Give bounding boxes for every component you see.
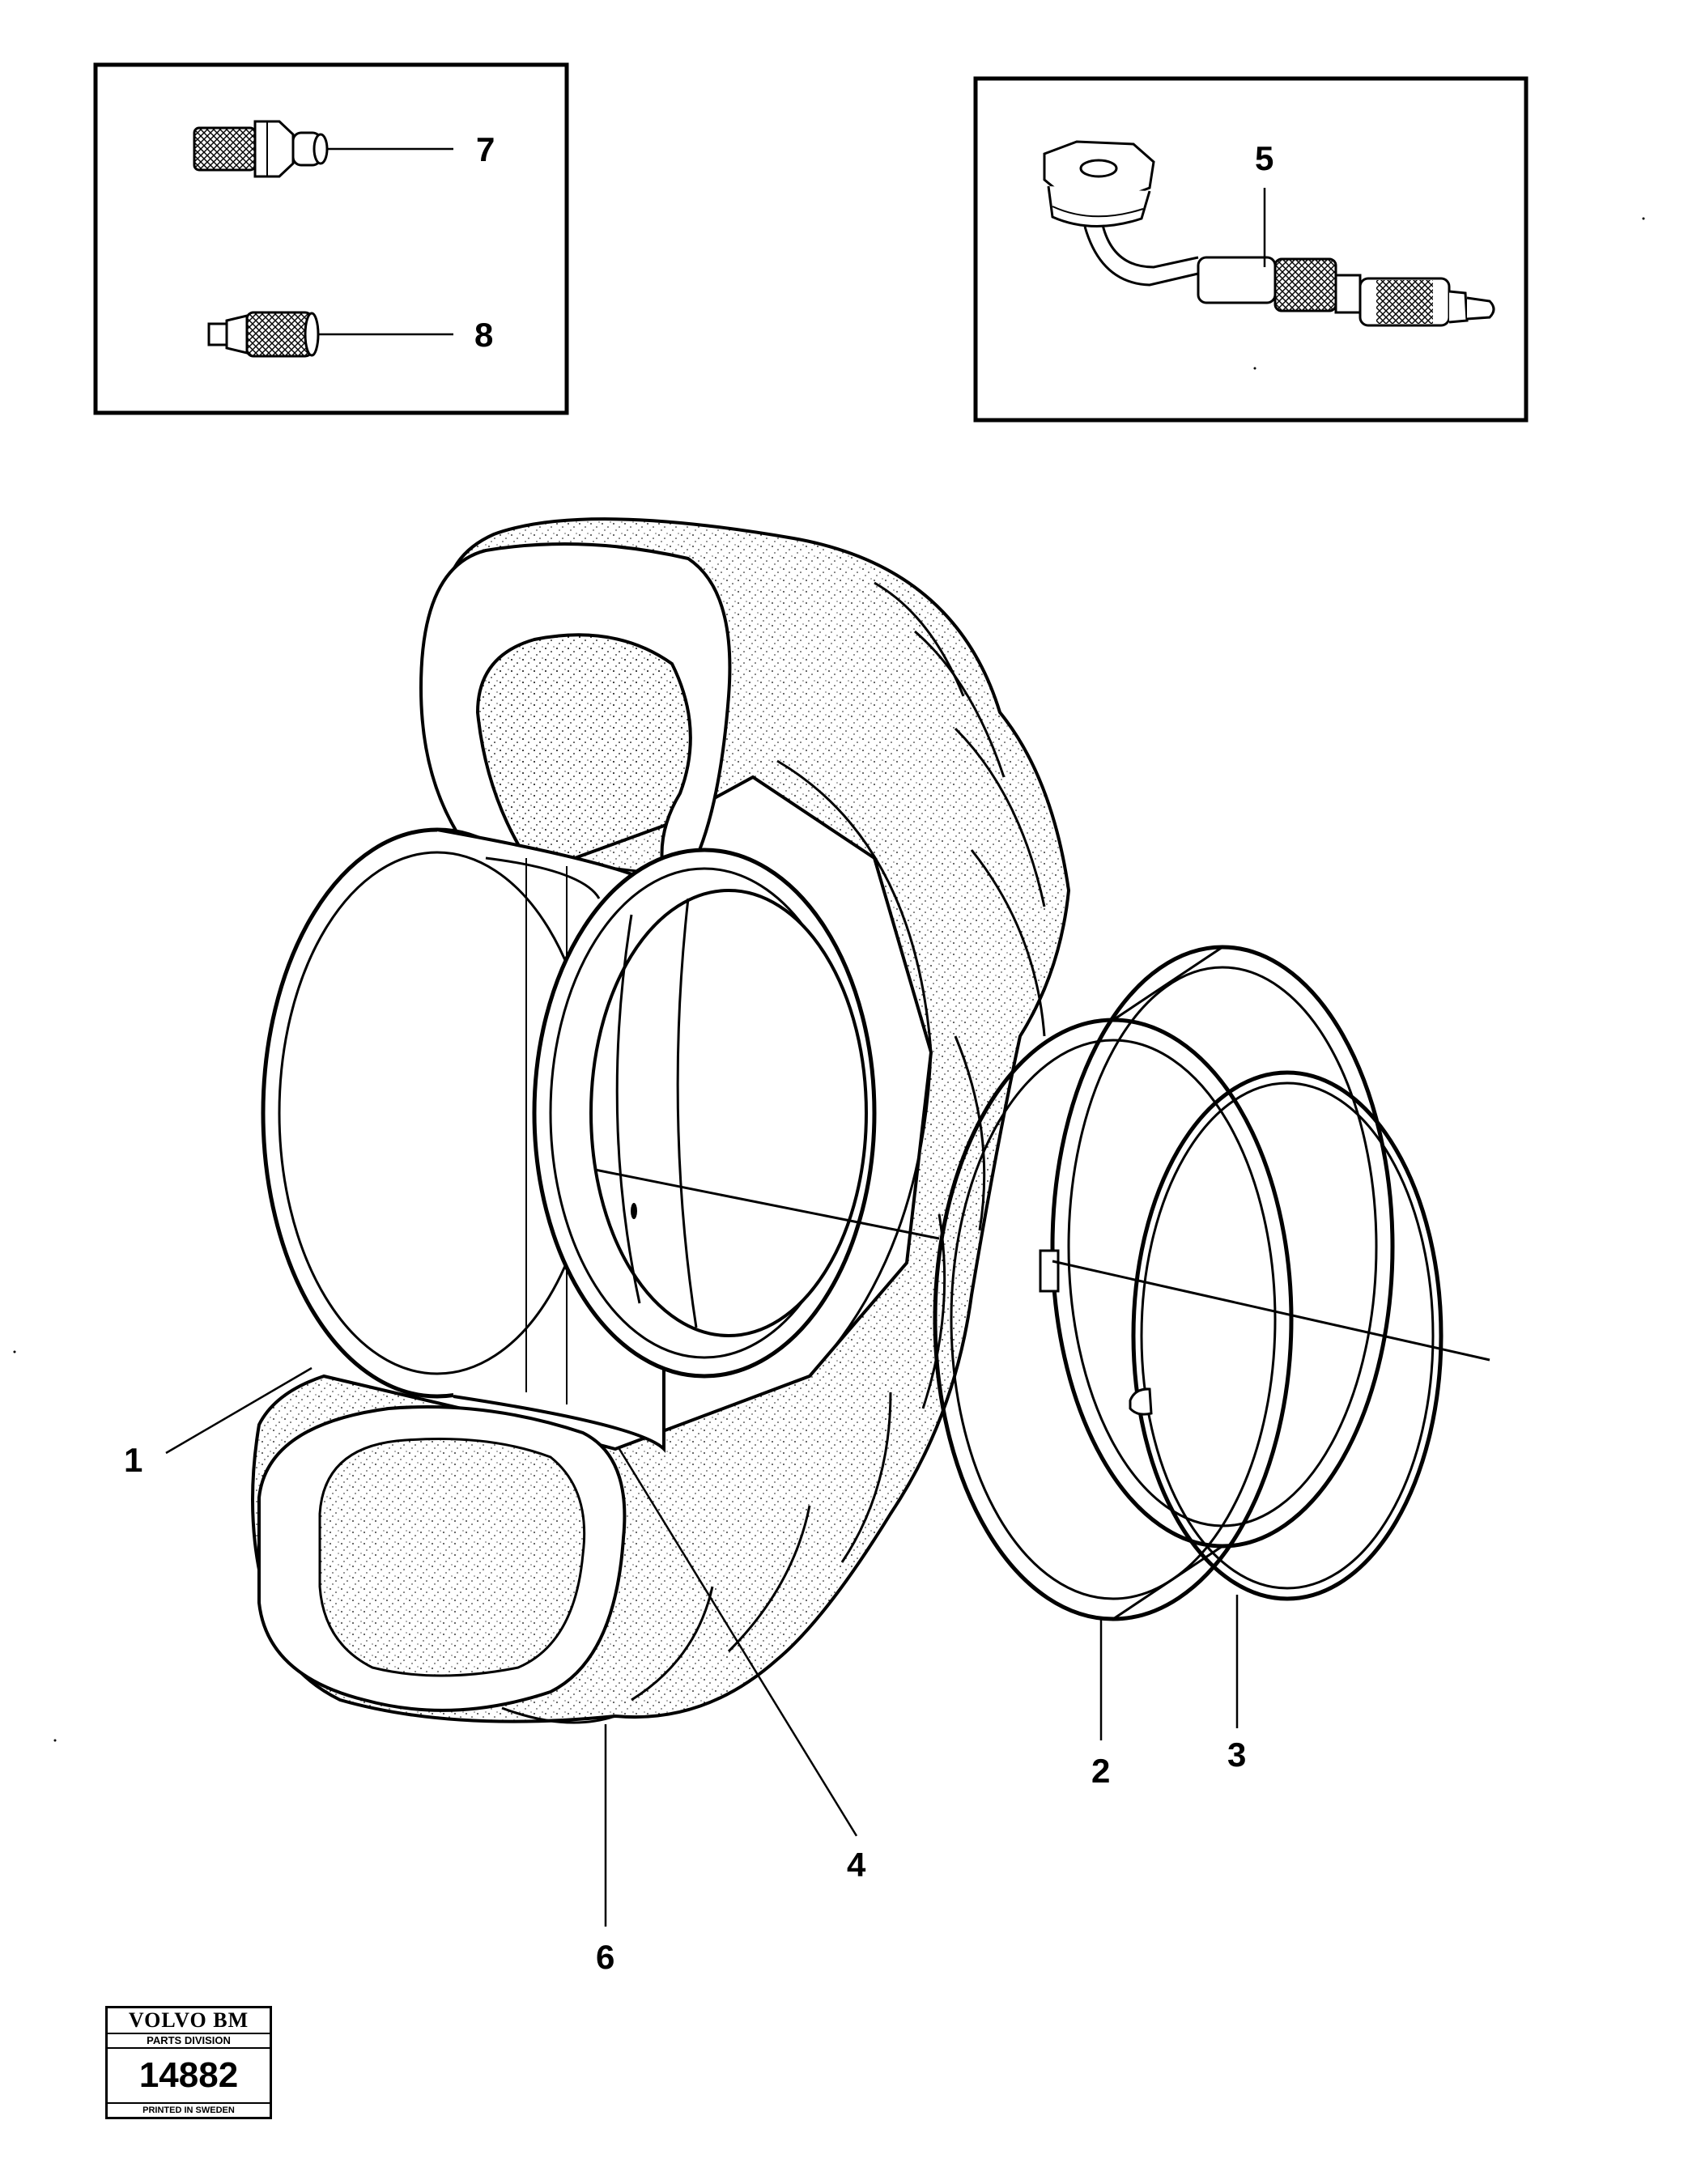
scan-dot <box>53 1739 57 1742</box>
valve-adapter-part <box>193 120 329 178</box>
lock-ring-part <box>1129 1070 1444 1601</box>
stamp-printed: PRINTED IN SWEDEN <box>142 2105 235 2115</box>
stamp-brand: VOLVO BM <box>108 2008 270 2034</box>
callout-2: 2 <box>1091 1752 1110 1790</box>
rim-part <box>261 827 877 1453</box>
tire-part <box>251 517 1071 1724</box>
leader-line-1 <box>165 1366 313 1455</box>
callout-8: 8 <box>474 316 493 354</box>
callout-6: 6 <box>596 1938 614 1976</box>
callout-5: 5 <box>1255 139 1273 177</box>
callout-1: 1 <box>124 1441 142 1479</box>
center-axis-line <box>594 1168 1490 1362</box>
leader-line-4 <box>618 1448 858 1837</box>
stamp-division: PARTS DIVISION <box>108 2034 270 2049</box>
inset-box-valve-parts <box>93 62 569 415</box>
valve-cap-part <box>207 311 320 358</box>
volvo-bm-stamp: VOLVO BM PARTS DIVISION 14882 PRINTED IN… <box>105 2006 272 2119</box>
callout-4: 4 <box>847 1846 866 1884</box>
callout-7: 7 <box>476 130 495 168</box>
flange-ring-part <box>933 945 1395 1621</box>
stamp-number: 14882 <box>108 2049 270 2104</box>
scan-dot <box>1642 217 1645 220</box>
scan-dot <box>1253 367 1256 370</box>
scan-dot <box>13 1350 16 1353</box>
tube-valve-part <box>1043 140 1495 327</box>
inset-box-tube-valve <box>973 76 1529 423</box>
callout-3: 3 <box>1227 1736 1246 1774</box>
